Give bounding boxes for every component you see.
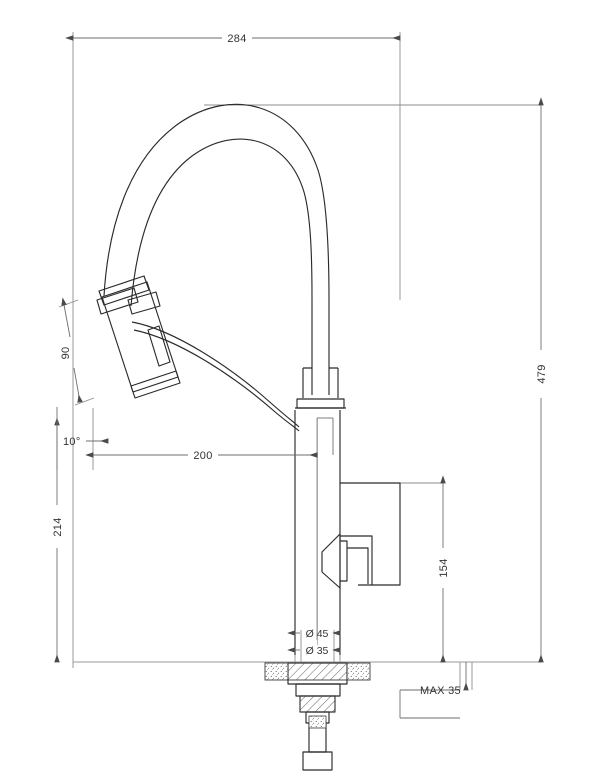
mount-washer [295, 683, 341, 697]
label-width-284: 284 [227, 33, 246, 45]
mount-nut-hatch [299, 695, 336, 713]
handle-hub-collar [340, 540, 348, 582]
spray-head-connector [96, 287, 139, 315]
dimension-lines-group [54, 35, 544, 719]
label-dia-35: Ø 35 [306, 645, 329, 657]
countertop-slab-group [264, 662, 371, 729]
spray-head-mode-button [147, 325, 171, 367]
label-height-479: 479 [536, 364, 548, 383]
label-sprayhead-90: 90 [60, 347, 72, 360]
countertop-right-slab [346, 662, 371, 681]
pulldown-hose-inner [133, 329, 300, 432]
gooseneck-outer-edge [103, 103, 330, 348]
gooseneck-inner-edge [130, 138, 313, 348]
label-spout-214: 214 [52, 517, 64, 536]
label-angle-10: 10° [63, 436, 81, 448]
lever-handle-inner [340, 535, 373, 585]
label-handle-154: 154 [438, 558, 450, 577]
dimension-text-group: 284 200 479 214 154 90 10° Ø 45 Ø 35 MAX… [52, 33, 548, 697]
pulldown-hose-outer [131, 321, 300, 428]
label-reach-200: 200 [193, 450, 212, 462]
hex-nut-bottom [302, 751, 333, 771]
label-dia-45: Ø 45 [306, 628, 329, 640]
spout-tube-step [302, 368, 339, 398]
handle-hub-step [347, 547, 369, 584]
extension-line-90-bottom [74, 397, 95, 406]
handle-hub-wedge [321, 533, 341, 589]
dimline-90-lower [73, 367, 83, 403]
hose-connector-nut [127, 291, 161, 315]
countertop-left-slab [264, 662, 289, 681]
spray-head-face [130, 370, 181, 399]
label-max-35: MAX 35 [420, 685, 461, 697]
stud-thread-hatch [308, 715, 327, 729]
shank-hatch-section [287, 662, 348, 681]
spray-head-collar [98, 275, 150, 306]
lever-handle-outer [340, 482, 401, 586]
dimline-90-upper [61, 297, 71, 338]
